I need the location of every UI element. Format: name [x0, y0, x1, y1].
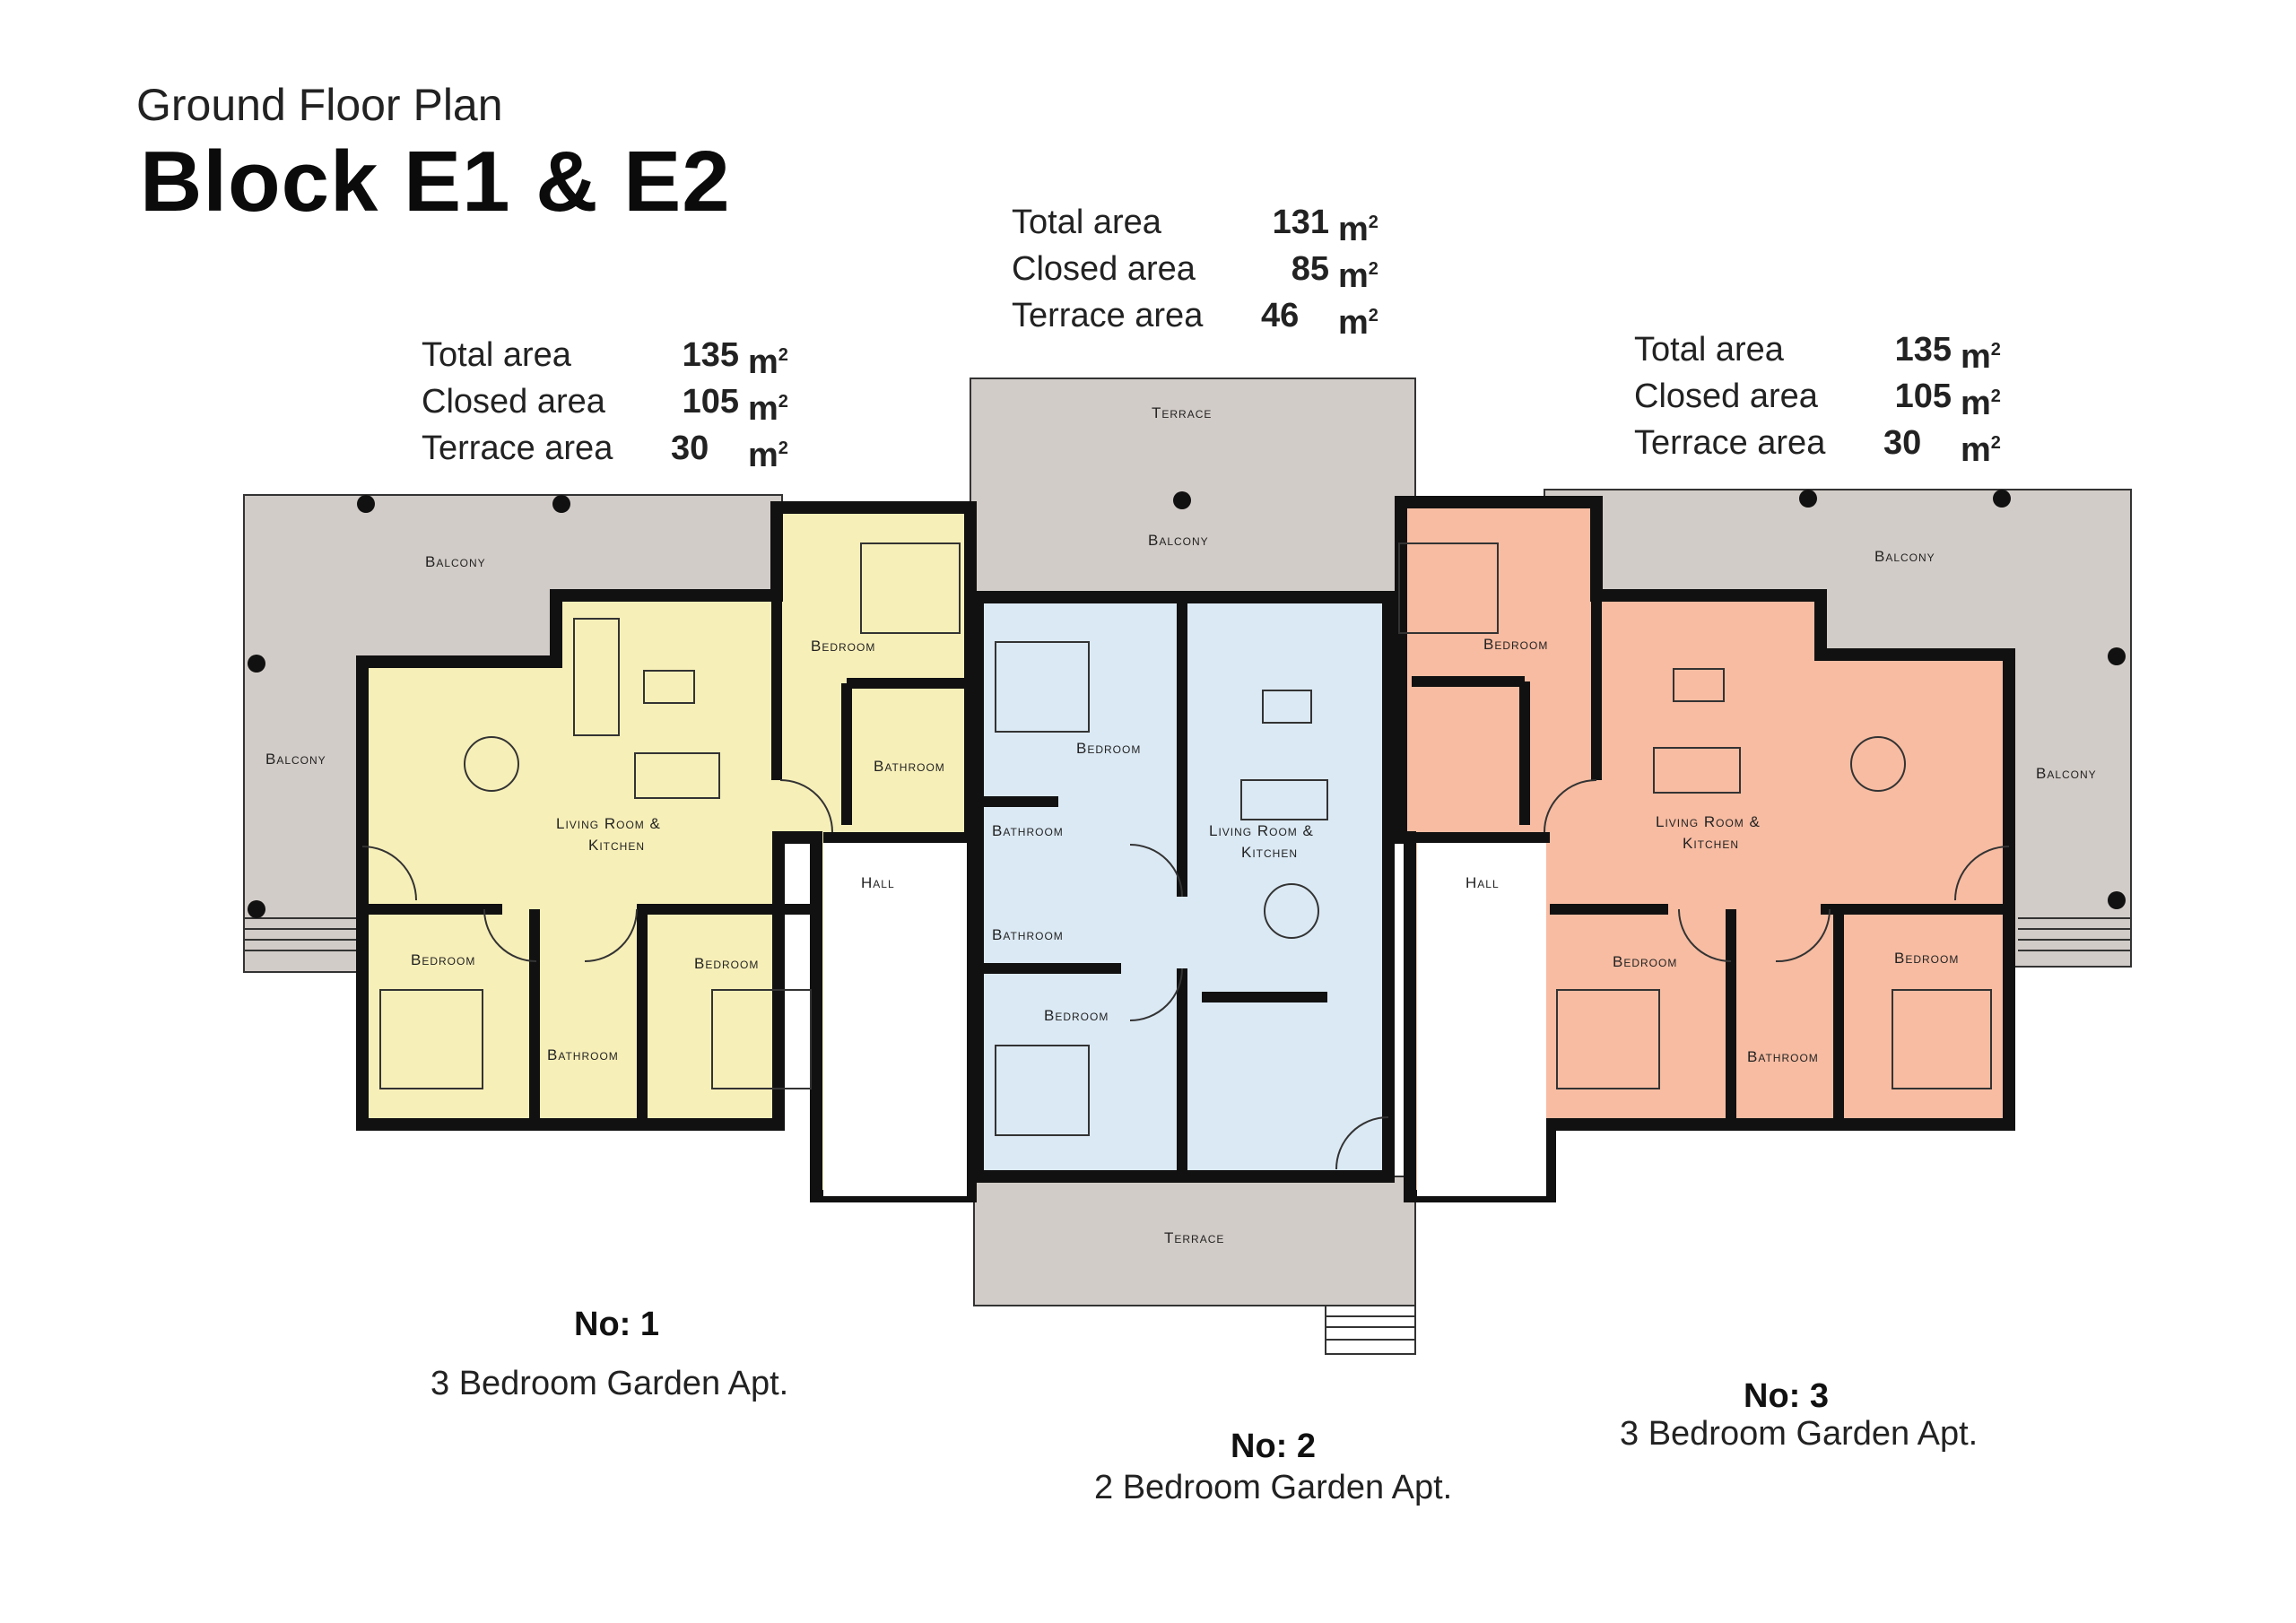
bed-icon: [1398, 542, 1499, 634]
room-label-terrace: Terrace: [1164, 1229, 1224, 1246]
room-label-bathroom: Bathroom: [874, 758, 945, 775]
room-label-balcony: Balcony: [1874, 548, 1935, 565]
unit1-number: No: 1: [574, 1306, 659, 1343]
bed-icon: [1892, 989, 1992, 1089]
closed-area-value: 85: [1291, 250, 1329, 288]
room-label-living-1: Living Room &: [1209, 822, 1314, 839]
room-label-balcony: Balcony: [265, 751, 326, 768]
unit1-interior: [356, 501, 977, 1202]
unit2-top-terrace-area: [970, 378, 1416, 614]
sofa-icon: [634, 752, 720, 799]
room-label-bedroom: Bedroom: [1894, 950, 1959, 967]
bed-icon: [995, 1045, 1090, 1136]
dining-table-icon: [1264, 883, 1319, 939]
dining-table-icon: [1850, 736, 1906, 792]
unit3-number: No: 3: [1744, 1377, 1829, 1415]
unit2-number: No: 2: [1231, 1428, 1316, 1465]
room-label-balcony: Balcony: [425, 553, 486, 570]
furniture: [379, 542, 1992, 1136]
halls: [823, 843, 1546, 1196]
unit1-description: 3 Bedroom Garden Apt.: [430, 1365, 789, 1402]
page-subtitle: Ground Floor Plan: [136, 80, 503, 130]
unit2-bottom-terrace-area: [973, 1176, 1416, 1306]
terrace-area-value: 30: [671, 430, 709, 467]
terrace-area-value: 30: [1883, 424, 1922, 462]
room-label-bedroom: Bedroom: [694, 955, 759, 972]
terrace-area-label: Terrace area: [1012, 297, 1204, 334]
closed-area-label: Closed area: [1634, 378, 1818, 415]
room-label-bedroom: Bedroom: [811, 638, 875, 655]
bed-icon: [379, 989, 483, 1089]
closed-area-label: Closed area: [1012, 250, 1196, 288]
bed-icon: [995, 641, 1090, 733]
dining-table-icon: [464, 736, 519, 792]
armchair-icon: [573, 618, 620, 736]
terrace-area-value: 46: [1261, 297, 1300, 334]
room-label-balcony: Balcony: [2036, 765, 2097, 782]
room-label-living-1: Living Room &: [556, 815, 661, 832]
sofa-icon: [1240, 779, 1328, 820]
room-label-bedroom: Bedroom: [1044, 1007, 1109, 1024]
closed-area-value: 105: [682, 383, 739, 421]
table-icon: [643, 670, 695, 704]
partition-walls: [362, 508, 2009, 1176]
total-area-label: Total area: [1012, 204, 1161, 241]
page-title: Block E1 & E2: [140, 134, 731, 230]
unit3-balcony-steps: [2018, 917, 2131, 951]
columns: [248, 490, 2126, 918]
room-label-living-2: Kitchen: [1683, 835, 1739, 852]
room-label-bedroom: Bedroom: [1076, 740, 1141, 757]
room-label-hall: Hall: [861, 874, 895, 891]
sofa-icon: [1653, 747, 1741, 794]
table-icon: [1262, 690, 1312, 724]
room-label-living-2: Kitchen: [588, 837, 645, 854]
total-area-value: 135: [682, 336, 739, 374]
closed-area-label: Closed area: [422, 383, 605, 421]
bed-icon: [711, 989, 812, 1089]
room-label-bedroom: Bedroom: [1483, 636, 1548, 653]
terrace-area-label: Terrace area: [1634, 424, 1826, 462]
unit2-terrace-steps: [1325, 1305, 1416, 1355]
room-label-bathroom: Bathroom: [547, 1046, 619, 1063]
terrace-area-label: Terrace area: [422, 430, 613, 467]
bed-icon: [860, 542, 961, 634]
room-labels: Balcony Balcony Bedroom Bathroom Living …: [265, 404, 2097, 1246]
unit2-description: 2 Bedroom Garden Apt.: [1094, 1469, 1453, 1506]
room-label-balcony: Balcony: [1148, 532, 1209, 549]
room-label-bathroom: Bathroom: [992, 926, 1064, 943]
bed-icon: [1556, 989, 1660, 1089]
unit3-description: 3 Bedroom Garden Apt.: [1620, 1415, 1979, 1453]
room-label-hall: Hall: [1465, 874, 1500, 891]
total-area-label: Total area: [1634, 331, 1784, 369]
room-label-living-1: Living Room &: [1656, 813, 1761, 830]
room-label-bathroom: Bathroom: [1747, 1048, 1819, 1065]
table-icon: [1673, 668, 1725, 702]
room-label-bedroom: Bedroom: [1613, 953, 1677, 970]
total-area-label: Total area: [422, 336, 571, 374]
door-swings: [361, 779, 2010, 1170]
room-label-terrace: Terrace: [1152, 404, 1212, 421]
unit1-balcony-steps: [244, 917, 359, 951]
total-area-value: 135: [1894, 331, 1952, 369]
room-label-living-2: Kitchen: [1241, 844, 1298, 861]
room-label-bathroom: Bathroom: [992, 822, 1064, 839]
room-label-bedroom: Bedroom: [411, 951, 475, 968]
total-area-value: 131: [1272, 204, 1329, 241]
closed-area-value: 105: [1894, 378, 1952, 415]
